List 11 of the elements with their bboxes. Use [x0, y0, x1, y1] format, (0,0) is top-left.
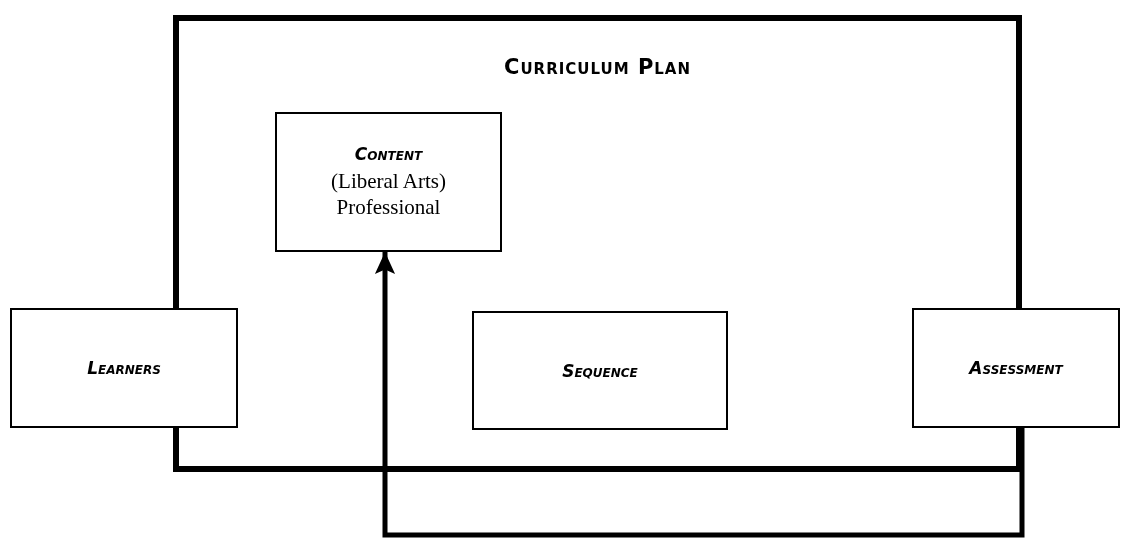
concept-box: [472, 311, 728, 430]
box-heading: Curriculum Plan: [504, 55, 691, 79]
box-text: (Liberal Arts) Professional: [330, 167, 447, 221]
box-heading: Content: [354, 143, 423, 164]
box-heading: Sequence: [562, 360, 638, 381]
concept-box: [275, 112, 502, 252]
arrow: [374, 252, 1025, 538]
box-heading: Learners: [87, 358, 161, 378]
concept-box: [10, 308, 238, 428]
concept-box: [912, 308, 1120, 428]
box-heading: Assessment: [969, 358, 1063, 378]
